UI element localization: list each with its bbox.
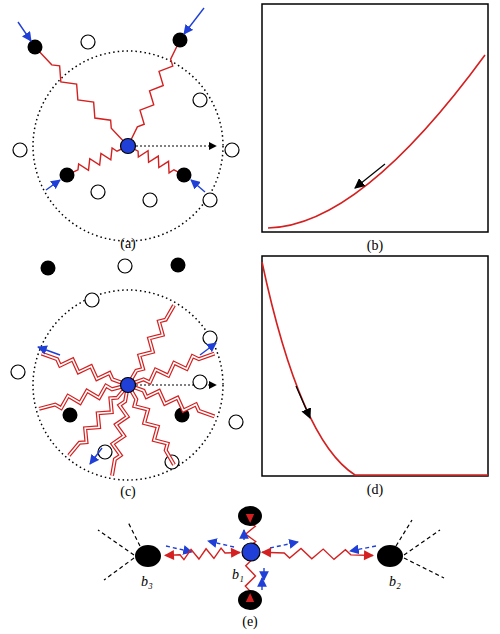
motion-arrow	[38, 347, 60, 355]
particle-ellipse	[377, 545, 403, 567]
spring	[128, 146, 184, 175]
motion-arrow	[261, 578, 262, 590]
external-bond	[404, 558, 444, 578]
spring-end-wedge	[246, 593, 254, 602]
open-particle	[81, 35, 95, 49]
particle-label: b₁	[232, 567, 244, 583]
external-bond	[128, 522, 140, 546]
open-particle	[91, 185, 105, 199]
motion-arrow	[200, 343, 216, 355]
external-bond	[98, 530, 134, 555]
spring	[35, 47, 128, 146]
particle-node: b₂	[373, 544, 407, 590]
double-spring-core	[128, 385, 214, 416]
direction-arrow	[296, 386, 310, 418]
cutoff-circle	[33, 51, 223, 241]
double-spring-core	[128, 305, 174, 385]
spring-end-wedge	[261, 548, 271, 558]
particle-label: b₃	[141, 574, 153, 590]
spring	[128, 40, 180, 146]
external-bond	[104, 558, 134, 580]
spring-end-wedge	[164, 550, 174, 560]
open-particle	[193, 375, 207, 389]
bound-particle	[60, 168, 75, 183]
panel-label: (d)	[367, 482, 383, 498]
spring-bond	[262, 548, 373, 559]
open-particle	[11, 365, 25, 379]
open-particle	[225, 143, 239, 157]
particle-node: b₃	[131, 544, 165, 590]
bound-particle	[171, 258, 186, 273]
external-bond	[396, 520, 412, 546]
particle-circle	[242, 543, 260, 561]
motion-arrow	[191, 180, 205, 192]
double-spring-core	[42, 354, 128, 385]
open-particle	[143, 193, 157, 207]
cutoff-circle	[33, 290, 223, 480]
motion-arrow	[184, 8, 204, 34]
panel-label: (b)	[367, 238, 383, 254]
motion-arrow	[350, 546, 376, 551]
open-particle	[13, 143, 27, 157]
spring-bond	[165, 548, 240, 559]
particle-ellipse	[135, 545, 161, 567]
bound-particle	[177, 168, 192, 183]
open-particle	[203, 331, 217, 345]
energy-curve	[268, 55, 485, 228]
motion-arrow	[243, 530, 244, 540]
motion-arrow	[263, 568, 264, 580]
open-particle	[193, 93, 207, 107]
central-particle	[121, 378, 136, 393]
particle-shape	[373, 544, 407, 568]
motion-arrow	[18, 22, 31, 41]
panel-label: (a)	[120, 236, 136, 252]
plot-frame	[262, 4, 488, 232]
direction-arrow	[355, 164, 385, 188]
motion-arrow	[90, 448, 102, 464]
bound-particle	[173, 33, 188, 48]
particle-label: b₂	[389, 574, 401, 590]
connectors	[164, 548, 374, 561]
spring-end-wedge	[246, 514, 254, 523]
open-particle	[118, 259, 132, 273]
spring-end-wedge	[231, 548, 241, 558]
double-spring	[42, 354, 128, 385]
decorations	[11, 8, 444, 610]
panel-label: (e)	[242, 614, 258, 630]
double-spring-core	[112, 385, 128, 476]
double-spring	[112, 385, 128, 476]
bound-particle	[63, 408, 78, 423]
double-spring	[128, 305, 174, 385]
plot-frame	[262, 256, 488, 476]
double-spring	[128, 385, 214, 416]
motion-arrow	[46, 180, 60, 190]
spring-end-wedge	[364, 550, 374, 560]
open-particle	[98, 445, 112, 459]
open-particle	[229, 415, 243, 429]
energy-curve	[262, 262, 488, 475]
motion-arrow	[166, 546, 192, 552]
particle-shape	[131, 544, 165, 568]
bound-particle	[238, 506, 262, 526]
open-particle	[203, 193, 217, 207]
bound-particle	[41, 261, 56, 276]
bound-particle	[28, 40, 43, 55]
motion-arrow	[208, 541, 234, 547]
external-bond	[404, 530, 440, 555]
open-particle	[85, 293, 99, 307]
radius-arrow	[128, 146, 216, 147]
spring	[67, 146, 128, 175]
central-particle	[121, 139, 136, 154]
bound-particle	[238, 590, 262, 610]
panel-label: (c)	[120, 484, 136, 500]
motion-arrow	[270, 542, 298, 548]
particle-shape	[240, 541, 262, 563]
particle-node: b₁	[230, 541, 262, 583]
